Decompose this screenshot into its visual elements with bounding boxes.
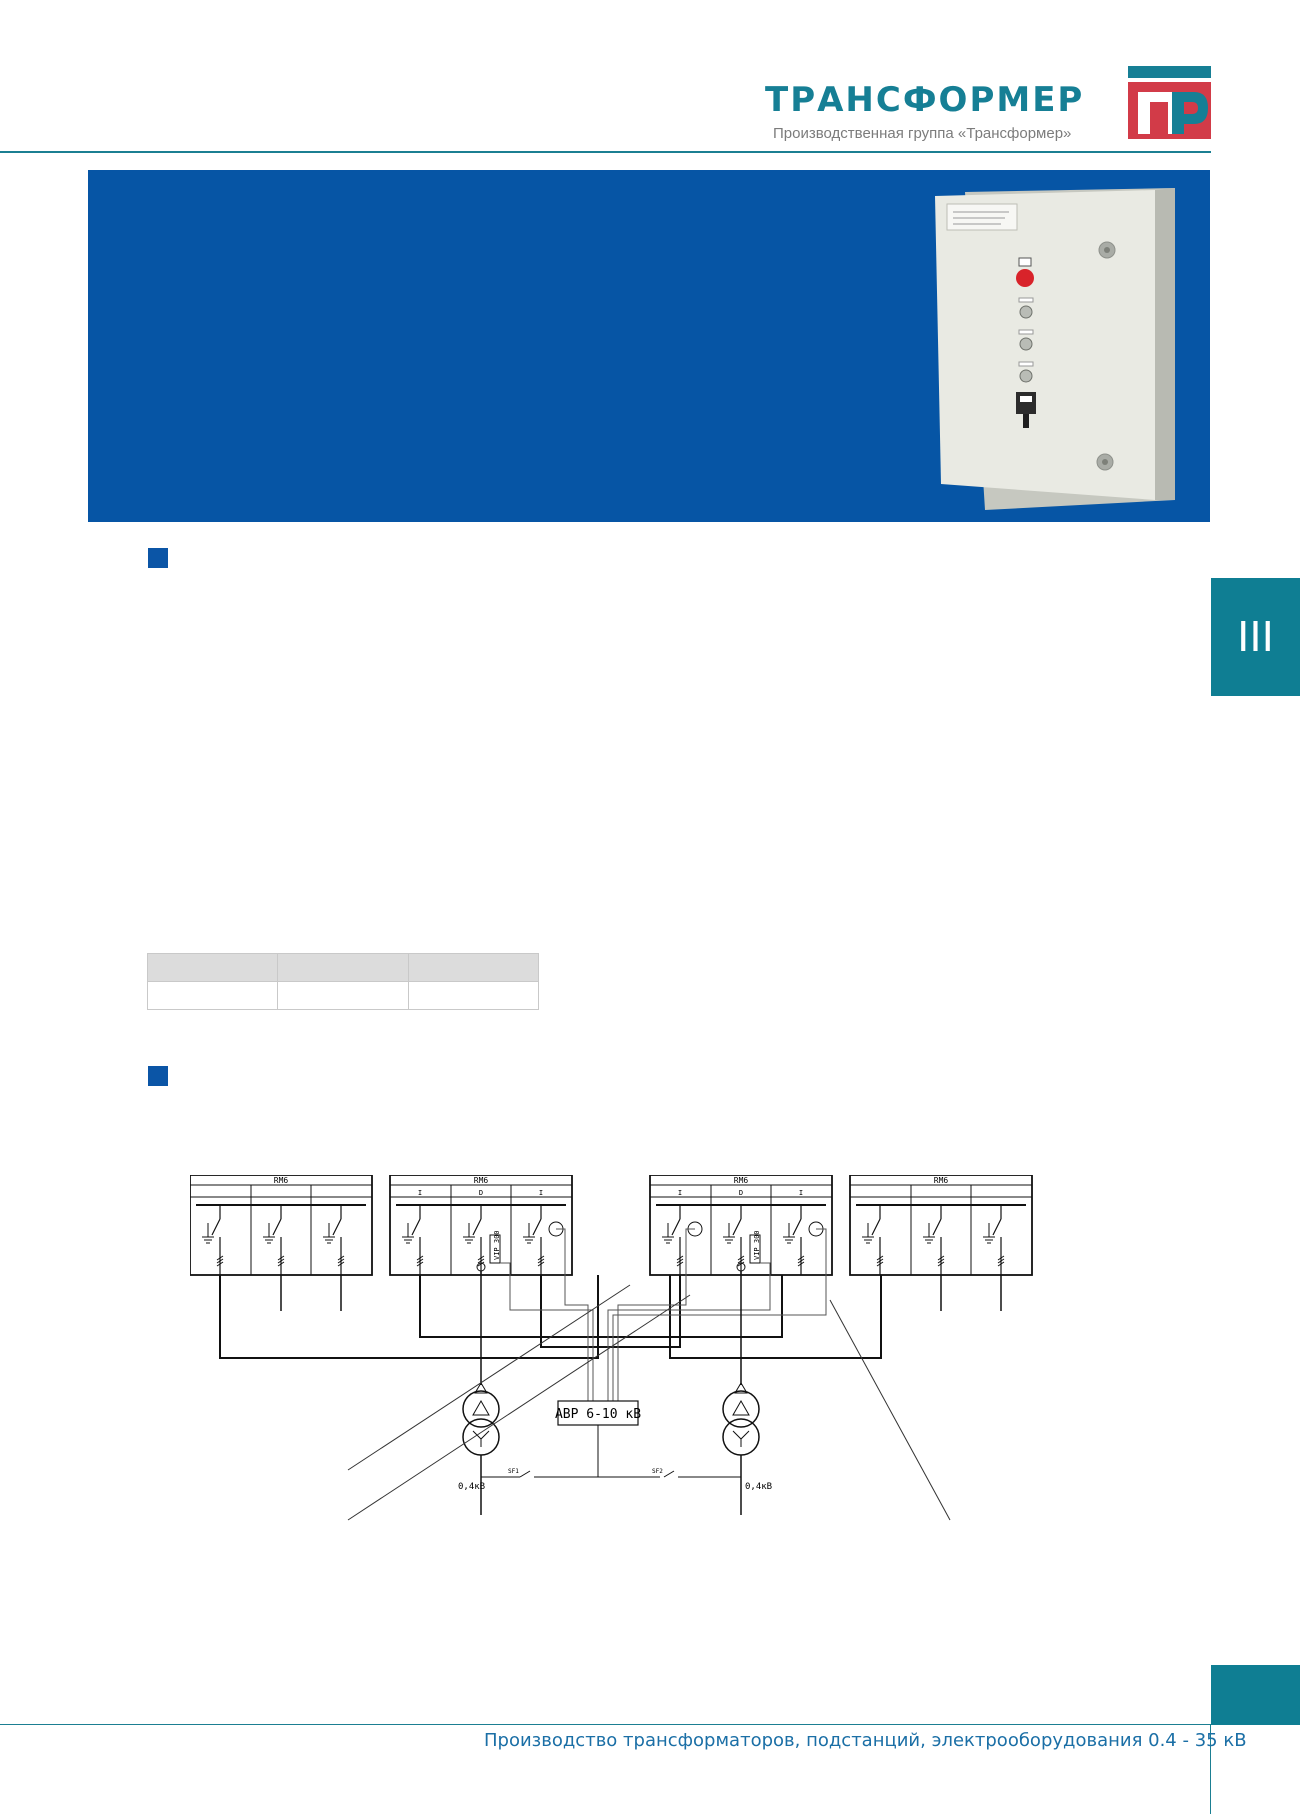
footer-text: Производство трансформаторов, подстанций… (484, 1730, 1247, 1751)
brand-name: ТРАНСФОРМЕР (765, 80, 1085, 120)
voltage-label: 0,4кВ (745, 1482, 772, 1492)
header-rule (0, 151, 1211, 153)
section-marker (148, 1066, 168, 1086)
vip-label: VIP 300 (753, 1230, 761, 1260)
col-label: I (418, 1189, 422, 1197)
rm6-panel-4 (849, 1175, 1033, 1276)
avr-block (557, 1400, 639, 1426)
rm6-label: RM6 (274, 1176, 289, 1185)
spec-table (146, 953, 540, 1010)
sf1-label: SF1 (508, 1468, 519, 1475)
col-label: I (799, 1189, 803, 1197)
control-cabinet-photo-icon (935, 188, 1175, 510)
col-label: I (539, 1189, 543, 1197)
voltage-label: 0,4кВ (458, 1482, 485, 1492)
brand-subtitle: Производственная группа «Трансформер» (773, 125, 1072, 142)
table-cell (277, 981, 409, 1010)
footer-rule (0, 1724, 1211, 1725)
rm6-label: RM6 (474, 1176, 489, 1185)
footer-vrule (1210, 1725, 1211, 1814)
col-label: I (678, 1189, 682, 1197)
col-label: D (739, 1189, 743, 1197)
col-label: D (479, 1189, 483, 1197)
tp-logo-icon (1128, 66, 1211, 139)
corner-tab (1211, 1665, 1300, 1725)
hero-banner (88, 170, 1210, 522)
avr-label: АВР 6-10 кВ (555, 1407, 641, 1422)
table-header-cell (407, 953, 540, 982)
rm6-panel-1 (190, 1175, 373, 1276)
table-cell (146, 981, 279, 1010)
rm6-label: RM6 (934, 1176, 949, 1185)
vip-label: VIP 300 (493, 1230, 501, 1260)
table-row (146, 981, 540, 1010)
single-line-diagram: RM6 RM6 RM6 RM6 I D I I D I VIP 300 VIP … (190, 1175, 1033, 1521)
section-tab[interactable]: III (1211, 578, 1300, 696)
sf2-label: SF2 (652, 1468, 663, 1475)
table-header-cell (146, 953, 279, 982)
table-header-cell (277, 953, 409, 982)
table-header-row (146, 953, 540, 982)
section-marker (148, 548, 168, 568)
table-cell (407, 981, 540, 1010)
rm6-label: RM6 (734, 1176, 749, 1185)
